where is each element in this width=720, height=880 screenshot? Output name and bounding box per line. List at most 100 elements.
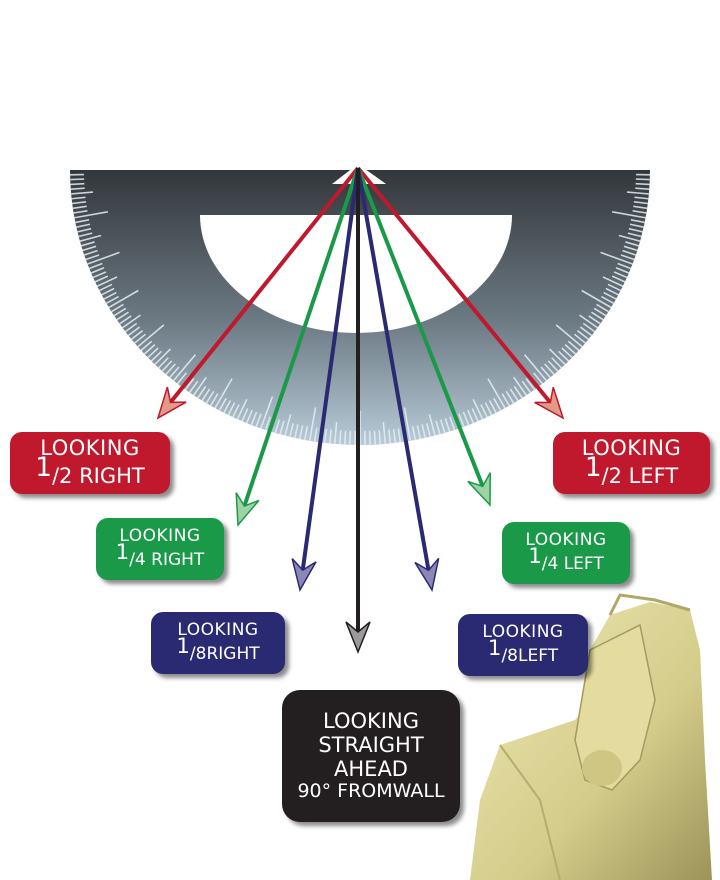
tick-mark — [555, 324, 583, 348]
tick-mark — [632, 210, 647, 214]
tick-mark — [513, 376, 527, 396]
tick-mark — [629, 223, 644, 228]
tick-mark — [197, 385, 207, 399]
arrow-half-left — [356, 166, 565, 420]
tick-mark — [601, 295, 615, 305]
tick-mark — [328, 429, 332, 444]
tick-mark — [611, 275, 626, 283]
tick-mark — [279, 420, 285, 435]
tick-mark — [74, 211, 109, 219]
tick-mark — [73, 210, 88, 214]
tick-mark — [241, 408, 249, 422]
tick-mark — [264, 416, 271, 431]
tick-mark — [607, 283, 622, 292]
tick-mark — [622, 249, 637, 256]
tick-mark — [250, 411, 258, 426]
arrow-quarter-right — [235, 167, 360, 527]
tick-mark — [392, 428, 397, 444]
tick-mark — [411, 426, 417, 441]
tick-mark — [150, 350, 163, 362]
tick-mark — [505, 390, 515, 404]
tick-mark — [113, 307, 127, 317]
tick-mark — [581, 289, 612, 309]
tick-mark — [579, 314, 599, 329]
tick-mark — [557, 350, 570, 362]
tick-mark — [70, 182, 85, 186]
direction-arrows — [156, 166, 565, 655]
tick-mark — [525, 377, 536, 391]
tick-mark — [71, 196, 86, 200]
tick-mark — [635, 182, 650, 186]
label-straight-ahead: LOOKING STRAIGHT AHEAD 90° FROMWALL — [282, 690, 460, 822]
tick-mark — [116, 311, 129, 321]
tick-mark — [596, 303, 609, 313]
tick-mark — [98, 283, 113, 292]
tick-mark — [83, 249, 98, 256]
arrow-half-right — [156, 166, 360, 420]
tick-mark — [71, 191, 94, 195]
arrow-eighth-right — [291, 167, 360, 593]
tick-mark — [472, 398, 484, 420]
tick-mark — [85, 254, 100, 261]
tick-mark — [635, 187, 650, 190]
tick-mark — [130, 330, 144, 340]
tick-mark — [548, 348, 566, 366]
label-quarter-right: LOOKING 1/4 RIGHT — [96, 518, 224, 580]
tick-mark — [75, 219, 90, 224]
tick-mark — [157, 357, 169, 369]
tick-mark — [421, 424, 427, 439]
tick-mark — [78, 232, 93, 238]
tick-mark — [382, 421, 387, 445]
tick-mark — [338, 430, 342, 445]
tick-mark — [105, 295, 119, 305]
tick-mark — [94, 275, 109, 283]
tick-mark — [218, 397, 227, 411]
tick-mark — [533, 372, 544, 385]
tick-mark — [591, 311, 604, 321]
tick-mark — [588, 315, 601, 325]
tick-mark — [567, 340, 580, 352]
tick-mark — [493, 397, 502, 411]
tick-mark — [439, 419, 446, 434]
tick-mark — [205, 390, 215, 404]
tick-mark — [462, 411, 470, 426]
tick-mark — [70, 187, 85, 190]
tick-mark — [623, 245, 638, 252]
tick-mark — [582, 322, 596, 333]
tick-mark — [92, 271, 107, 279]
tick-mark — [193, 376, 207, 396]
tick-mark — [236, 398, 248, 420]
tick-mark — [403, 407, 412, 441]
tick-mark — [87, 251, 120, 265]
label-half-right: LOOKING 1/2 RIGHT — [10, 432, 170, 494]
tick-mark — [630, 219, 645, 224]
tick-mark — [260, 396, 274, 429]
tick-mark — [298, 425, 304, 440]
tick-mark — [620, 254, 635, 261]
tick-mark — [140, 340, 153, 352]
tick-mark — [90, 267, 105, 274]
tick-mark — [509, 388, 519, 402]
tick-mark — [137, 324, 165, 348]
tick-mark — [615, 267, 630, 274]
tick-mark — [576, 330, 590, 340]
tick-mark — [633, 205, 648, 210]
tick-mark — [72, 201, 87, 205]
arrow-eighth-left — [356, 167, 440, 592]
tick-mark — [564, 344, 577, 355]
tick-mark — [540, 366, 551, 379]
tick-mark — [600, 251, 633, 265]
tick-mark — [77, 227, 92, 233]
tick-mark — [617, 262, 632, 270]
tick-mark — [147, 347, 159, 359]
tick-mark — [108, 289, 139, 309]
tick-mark — [81, 241, 95, 247]
tick-mark — [184, 377, 195, 391]
label-quarter-left: LOOKING 1/4 LEFT — [502, 522, 630, 584]
tick-mark — [573, 333, 586, 344]
tick-mark — [121, 314, 141, 329]
tick-mark — [88, 262, 103, 270]
tick-mark — [428, 414, 436, 436]
tick-mark — [176, 372, 187, 385]
